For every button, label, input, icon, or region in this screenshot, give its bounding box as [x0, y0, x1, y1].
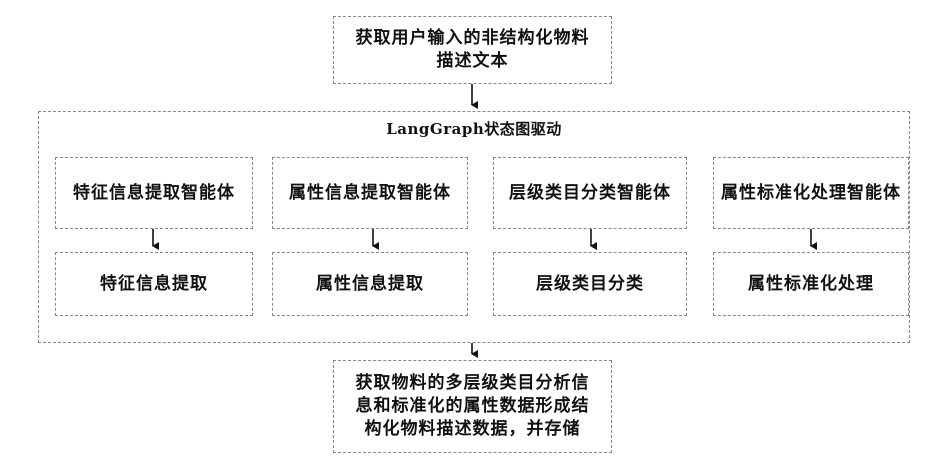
flow-arrows: [0, 0, 930, 475]
